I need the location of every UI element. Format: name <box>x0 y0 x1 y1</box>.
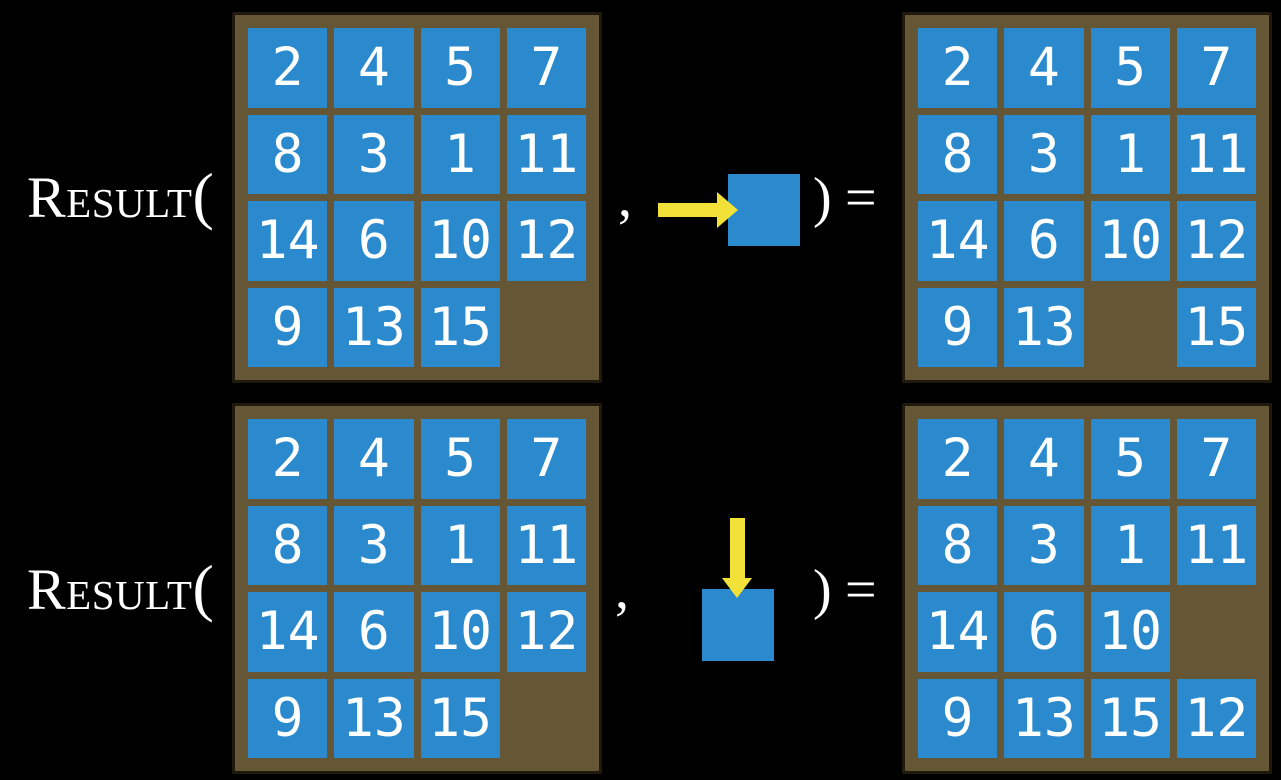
puzzle-tile-9: 9 <box>918 287 998 367</box>
puzzle-tile-11: 11 <box>506 114 586 194</box>
puzzle-tile-4: 4 <box>1004 28 1084 108</box>
puzzle-tile-3: 3 <box>1004 505 1084 585</box>
puzzle-tile-10: 10 <box>1090 592 1170 672</box>
puzzle-tile-13: 13 <box>1004 287 1084 367</box>
puzzle-tile-5: 5 <box>420 28 500 108</box>
puzzle-tile-12: 12 <box>1176 201 1256 281</box>
puzzle-tile-10: 10 <box>1090 201 1170 281</box>
puzzle-tile-15: 15 <box>420 287 500 367</box>
puzzle-tile-8: 8 <box>248 114 328 194</box>
puzzle-tile-12: 12 <box>506 592 586 672</box>
puzzle-tile-13: 13 <box>334 678 414 758</box>
puzzle-tile-7: 7 <box>1176 28 1256 108</box>
puzzle-tile-1: 1 <box>420 114 500 194</box>
puzzle-tile-7: 7 <box>506 28 586 108</box>
puzzle-tile-4: 4 <box>334 419 414 499</box>
puzzle-tile-8: 8 <box>918 505 998 585</box>
comma-separator: , <box>618 167 632 229</box>
puzzle-tile-10: 10 <box>420 592 500 672</box>
puzzle-tile-6: 6 <box>334 592 414 672</box>
puzzle-tile-13: 13 <box>1004 678 1084 758</box>
empty-cell <box>1091 288 1170 368</box>
empty-cell <box>507 288 586 368</box>
comma-separator: , <box>615 559 629 621</box>
empty-cell <box>507 679 586 759</box>
puzzle-tile-15: 15 <box>1176 287 1256 367</box>
puzzle-tile-14: 14 <box>918 592 998 672</box>
puzzle-tile-5: 5 <box>420 419 500 499</box>
puzzle-tile-1: 1 <box>1090 114 1170 194</box>
puzzle-tile-9: 9 <box>248 287 328 367</box>
puzzle-tile-5: 5 <box>1090 28 1170 108</box>
equals-sign: = <box>845 559 877 621</box>
puzzle-tile-11: 11 <box>1176 505 1256 585</box>
puzzle-tile-10: 10 <box>420 201 500 281</box>
down-arrow-icon <box>722 518 752 598</box>
puzzle-tile-6: 6 <box>1004 592 1084 672</box>
puzzle-tile-2: 2 <box>248 419 328 499</box>
function-name: Result <box>27 557 193 622</box>
puzzle-tile-3: 3 <box>334 505 414 585</box>
puzzle-tile-4: 4 <box>334 28 414 108</box>
puzzle-tile-14: 14 <box>248 201 328 281</box>
puzzle-tile-1: 1 <box>1090 505 1170 585</box>
puzzle-tile-7: 7 <box>506 419 586 499</box>
puzzle-tile-15: 15 <box>420 678 500 758</box>
puzzle-tile-11: 11 <box>1176 114 1256 194</box>
puzzle-tile-14: 14 <box>918 201 998 281</box>
open-paren: ( <box>192 160 214 231</box>
puzzle-tile-7: 7 <box>1176 419 1256 499</box>
puzzle-tile-1: 1 <box>420 505 500 585</box>
close-paren: ) <box>813 167 832 229</box>
puzzle-tile-13: 13 <box>334 287 414 367</box>
puzzle-tile-11: 11 <box>506 505 586 585</box>
puzzle-tile-12: 12 <box>1176 678 1256 758</box>
puzzle-tile-6: 6 <box>334 201 414 281</box>
puzzle-tile-8: 8 <box>248 505 328 585</box>
result-function-label: Result ( <box>27 164 214 228</box>
action-tile <box>728 174 800 246</box>
open-paren: ( <box>192 552 214 623</box>
puzzle-tile-9: 9 <box>918 678 998 758</box>
right-arrow-icon <box>658 192 738 228</box>
empty-cell <box>1177 592 1256 672</box>
function-name: Result <box>27 165 193 230</box>
puzzle-tile-3: 3 <box>334 114 414 194</box>
puzzle-tile-2: 2 <box>248 28 328 108</box>
puzzle-tile-12: 12 <box>506 201 586 281</box>
puzzle-tile-2: 2 <box>918 419 998 499</box>
result-function-label: Result ( <box>27 556 214 620</box>
puzzle-tile-4: 4 <box>1004 419 1084 499</box>
puzzle-tile-14: 14 <box>248 592 328 672</box>
puzzle-tile-15: 15 <box>1090 678 1170 758</box>
puzzle-tile-2: 2 <box>918 28 998 108</box>
equals-sign: = <box>845 167 877 229</box>
puzzle-tile-6: 6 <box>1004 201 1084 281</box>
puzzle-tile-9: 9 <box>248 678 328 758</box>
puzzle-tile-8: 8 <box>918 114 998 194</box>
puzzle-tile-5: 5 <box>1090 419 1170 499</box>
action-tile <box>702 589 774 661</box>
close-paren: ) <box>813 559 832 621</box>
puzzle-tile-3: 3 <box>1004 114 1084 194</box>
